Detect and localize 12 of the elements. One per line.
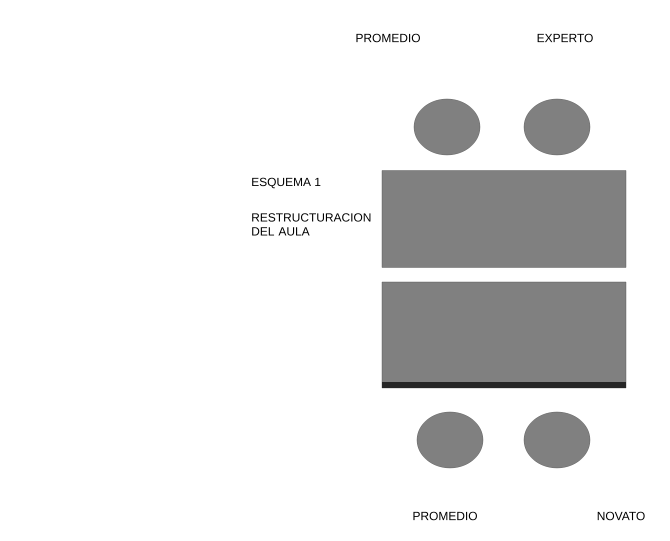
disc [414,98,480,156]
heading: RESTRUCTURACION DEL AULA [252,213,370,236]
disc [524,412,590,468]
seat-label: EXPERTO [538,34,593,42]
seat-label: PROMEDIO [413,512,477,520]
panel [382,170,626,268]
disc [524,98,590,156]
panel [382,282,626,388]
seat-label: PROMEDIO [356,34,420,42]
seat-label: NOVATO [598,512,645,520]
title: ESQUEMA 1 [252,178,320,188]
disc [416,412,484,468]
